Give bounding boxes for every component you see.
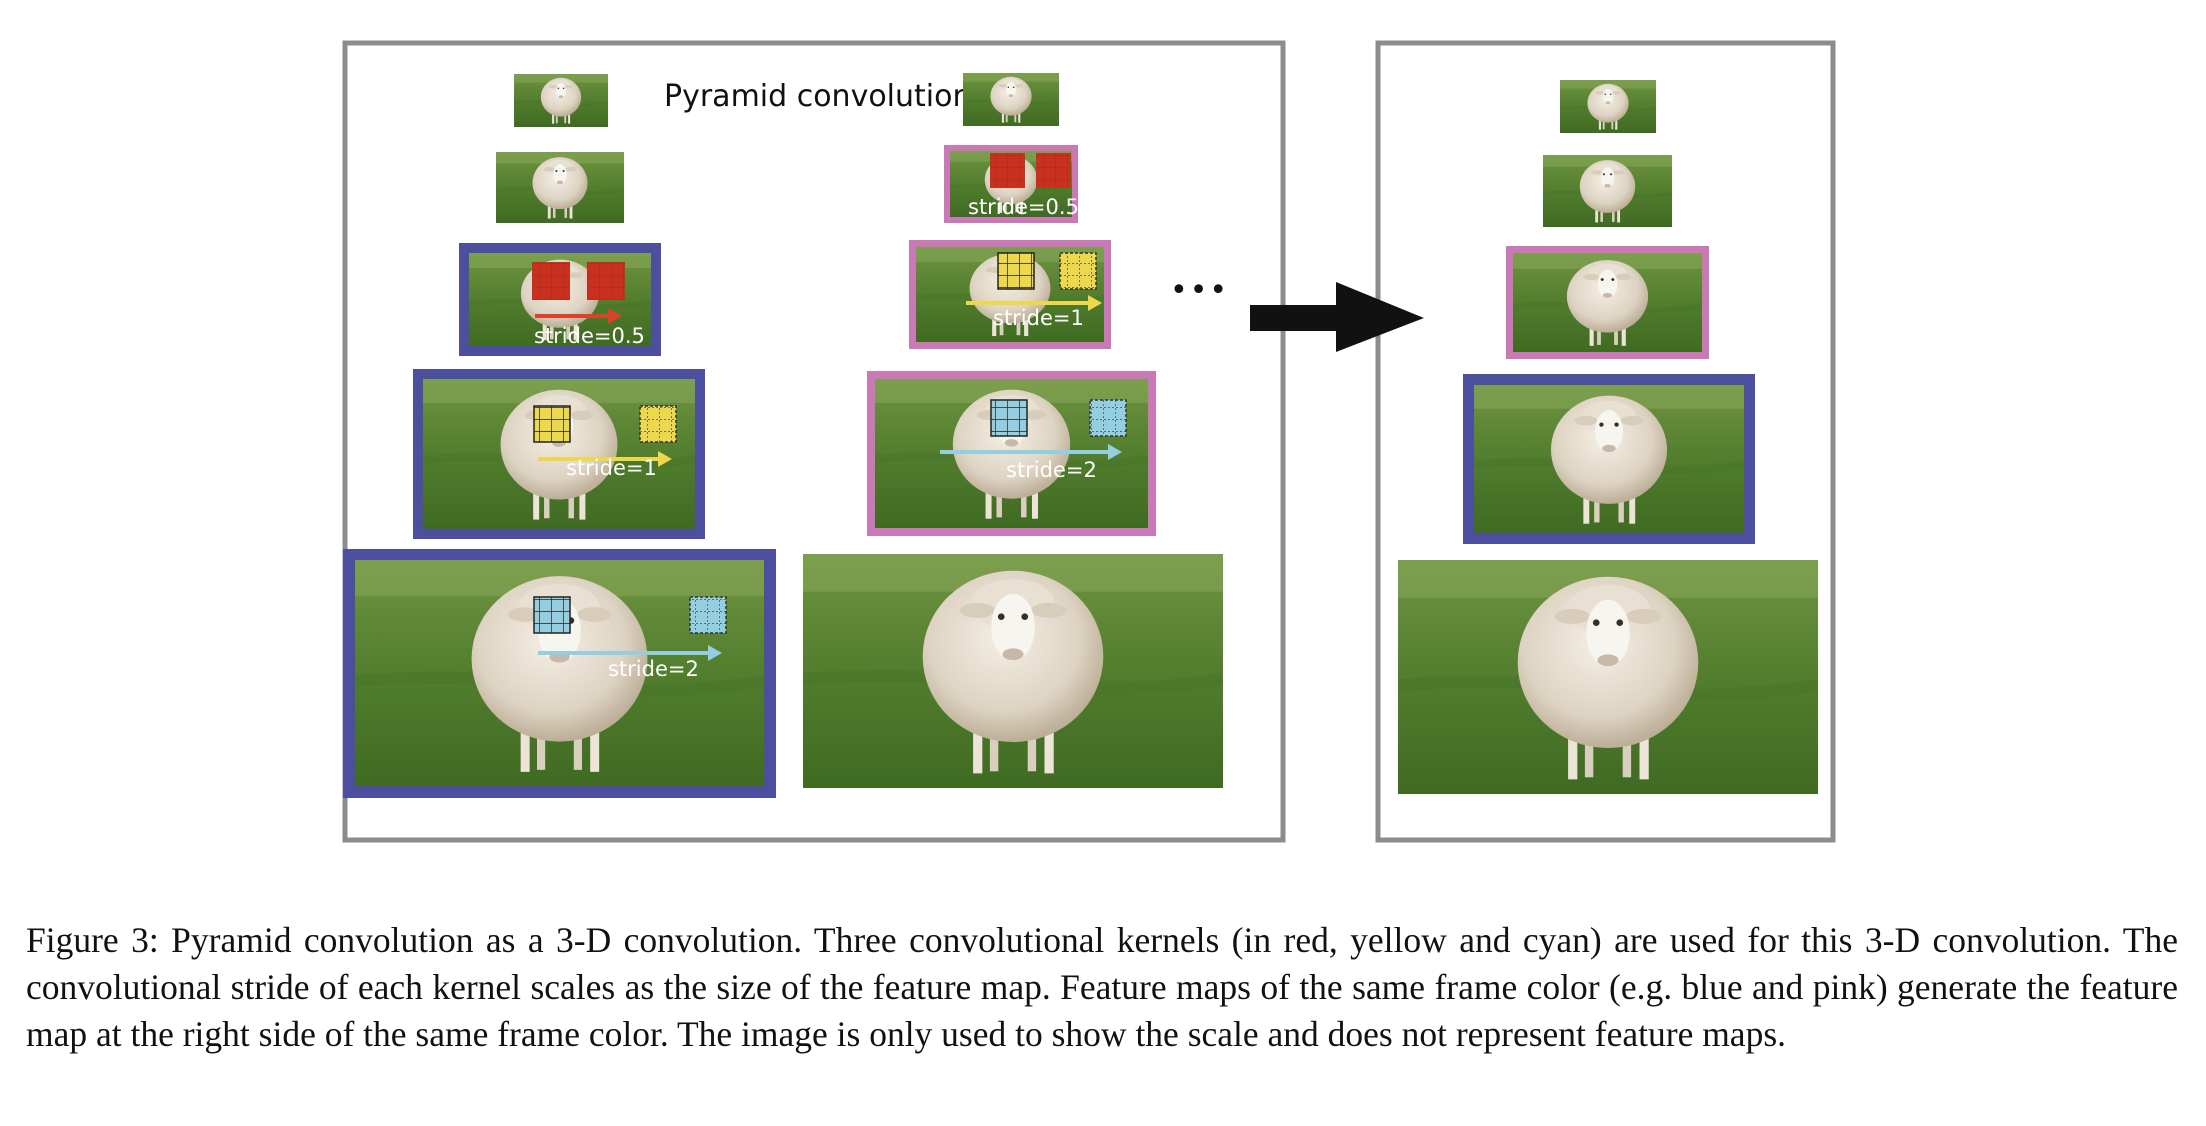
cyan-stride-arrowhead <box>708 645 722 661</box>
left-stride-label-red: stride=0.5 <box>534 324 645 348</box>
out-level-4-image <box>1474 385 1744 533</box>
out-level-3-image <box>1513 253 1702 352</box>
left-stride-label-cyan: stride=2 <box>608 657 699 681</box>
cyan-kernel-moved <box>1089 399 1127 437</box>
out-level-5-image <box>1398 560 1818 794</box>
mid-level-5-image <box>803 554 1223 788</box>
left-stride-label-yellow: stride=1 <box>566 456 657 480</box>
figure-caption: Figure 3: Pyramid convolution as a 3-D c… <box>26 917 2178 1058</box>
caption-text: Pyramid convolution as a 3-D convolution… <box>26 920 2178 1054</box>
red-kernel <box>532 262 570 300</box>
cyan-kernel <box>533 596 571 634</box>
output-pyramid <box>1398 80 1818 794</box>
cyan-kernel <box>990 399 1028 437</box>
diagram-title: Pyramid convolution <box>664 79 972 114</box>
right-panel-frame <box>1375 40 1836 843</box>
red-kernel <box>990 153 1025 188</box>
cyan-kernel-moved <box>689 596 727 634</box>
red-stride-arrowhead <box>608 308 622 324</box>
pyramid-convolution-diagram: Pyramid convolution stride=0.5 stride=1 … <box>342 40 1836 843</box>
red-kernel-moved <box>587 262 625 300</box>
yellow-stride-arrowhead <box>658 451 672 467</box>
yellow-kernel-moved <box>1059 252 1097 290</box>
cyan-stride-arrowhead <box>1108 444 1122 460</box>
caption-label: Figure 3: <box>26 920 159 960</box>
yellow-kernel <box>533 405 571 443</box>
left-level-2-image <box>496 152 624 223</box>
yellow-kernel-moved <box>639 405 677 443</box>
mid-stride-label-red: stride=0.5 <box>968 195 1079 219</box>
left-level-4-image <box>423 379 695 529</box>
mid-level-1-image <box>963 73 1059 126</box>
left-level-1-image <box>514 74 608 127</box>
yellow-kernel <box>997 252 1035 290</box>
left-pyramid: stride=0.5 stride=1 stride=2 <box>343 74 776 798</box>
out-level-2-image <box>1543 155 1672 227</box>
yellow-stride-arrowhead <box>1088 295 1102 311</box>
middle-pyramid: stride=0.5 stride=1 stride=2 <box>803 73 1223 788</box>
red-kernel-moved <box>1036 153 1071 188</box>
transition-arrow <box>1250 282 1424 352</box>
left-level-5-image <box>355 560 764 786</box>
mid-stride-label-yellow: stride=1 <box>993 306 1084 330</box>
ellipsis: ••• <box>1170 273 1229 308</box>
out-level-1-image <box>1560 80 1656 133</box>
left-panel-frame <box>342 40 1286 843</box>
mid-stride-label-cyan: stride=2 <box>1006 458 1097 482</box>
